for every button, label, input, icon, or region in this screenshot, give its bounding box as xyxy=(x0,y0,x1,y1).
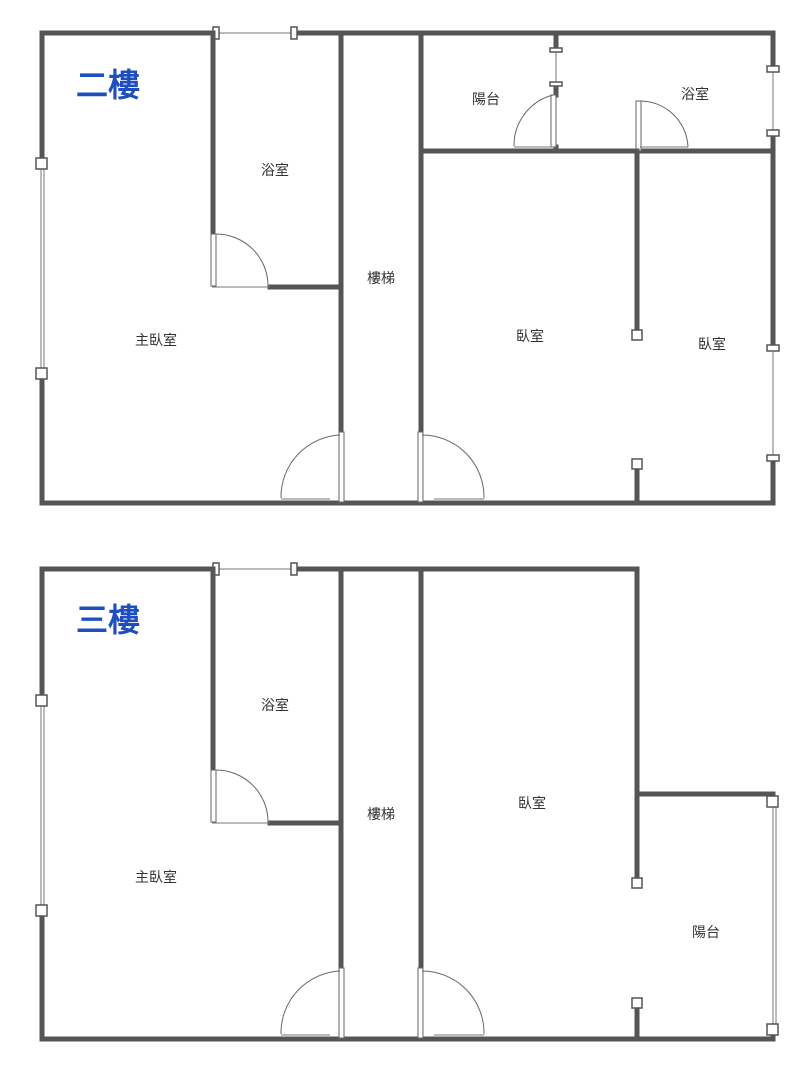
floor-2-upper-right-wall xyxy=(418,30,776,154)
floor-3-plan: 三樓 主臥室 浴室 樓梯 臥室 陽台 xyxy=(35,562,779,1042)
floor-3-stair-wall xyxy=(338,566,424,971)
room-label-balcony: 陽台 xyxy=(472,92,500,108)
door-swing xyxy=(280,434,341,499)
door-swing xyxy=(639,100,689,148)
room-label-balcony: 陽台 xyxy=(692,925,720,941)
room-label-bedroom: 臥室 xyxy=(516,328,544,345)
door-swing xyxy=(215,769,269,824)
floor-2-outer-wall xyxy=(39,30,776,506)
room-label-stairs: 樓梯 xyxy=(367,271,395,287)
room-label-bathroom: 浴室 xyxy=(261,162,289,179)
floor-2-bathroom-wall xyxy=(210,30,344,290)
door-swing xyxy=(280,970,341,1035)
floor-3-balcony-wall xyxy=(634,791,776,1042)
room-label-bathroom: 浴室 xyxy=(261,697,289,714)
room-label-bedroom: 臥室 xyxy=(698,336,726,353)
room-label-bedroom: 臥室 xyxy=(518,795,546,812)
floor-2-title: 二樓 xyxy=(76,66,140,104)
floor-2-stair-wall xyxy=(338,30,424,435)
door-swing xyxy=(421,970,485,1035)
floor-3-outer-wall xyxy=(39,566,640,1042)
floor-2-plan: 二樓 主臥室 浴室 樓梯 陽台 浴室 臥室 臥室 xyxy=(35,26,780,506)
room-label-master-bedroom: 主臥室 xyxy=(135,332,177,349)
door-swing xyxy=(421,434,485,499)
door-leaf xyxy=(210,233,217,287)
door-swing xyxy=(215,233,269,288)
floor-3-bathroom-wall xyxy=(210,566,344,826)
room-label-bathroom: 浴室 xyxy=(681,86,709,103)
window-post xyxy=(35,367,48,380)
room-label-stairs: 樓梯 xyxy=(367,807,395,823)
door-swing xyxy=(513,94,554,147)
floor-3-title: 三樓 xyxy=(76,601,140,639)
window-post xyxy=(35,157,48,170)
room-label-master-bedroom: 主臥室 xyxy=(135,869,177,886)
